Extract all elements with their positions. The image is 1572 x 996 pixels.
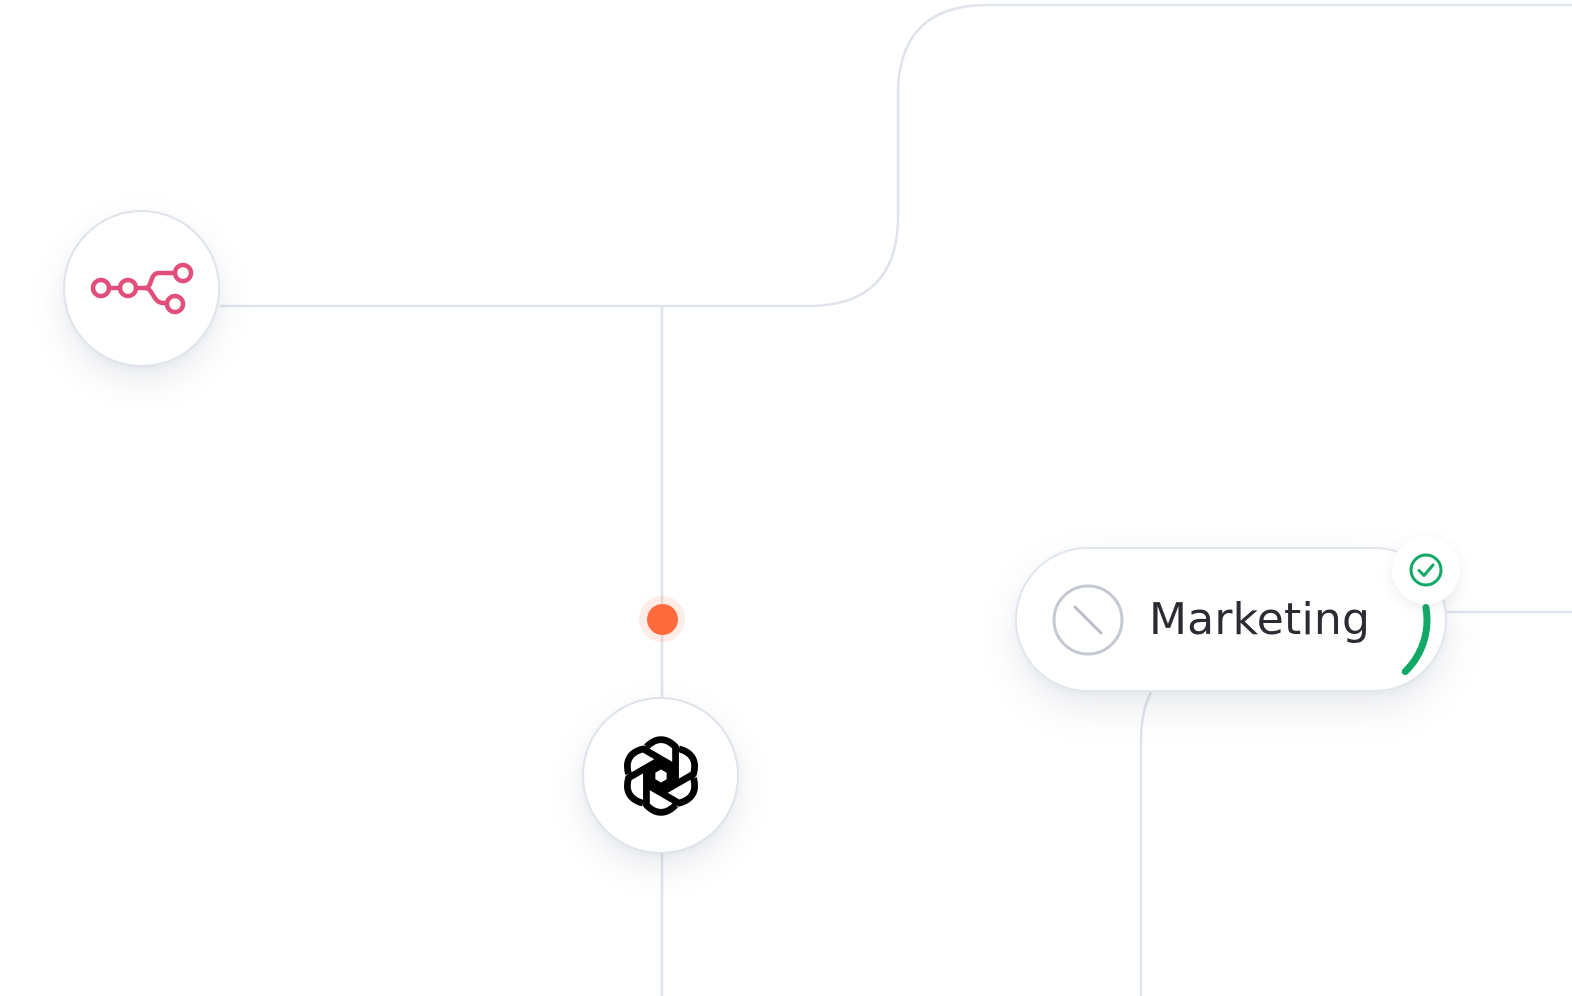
marketing-node[interactable]: Marketing: [1015, 547, 1447, 692]
marketing-label: Marketing: [1149, 594, 1371, 645]
check-circle-icon: [1409, 553, 1443, 587]
disabled-circle-icon: [1052, 584, 1124, 656]
active-connector-dot[interactable]: [639, 596, 685, 642]
success-badge: [1392, 536, 1460, 604]
wire-marketing-down: [1139, 691, 1153, 996]
n8n-logo-icon: [90, 262, 193, 314]
active-connector-dot-core: [646, 603, 678, 635]
wire-n8n-to-right: [220, 3, 1572, 308]
progress-arc: [1401, 604, 1431, 676]
n8n-node[interactable]: [63, 210, 220, 367]
openai-node[interactable]: [582, 697, 739, 854]
openai-logo-icon: [609, 735, 713, 828]
